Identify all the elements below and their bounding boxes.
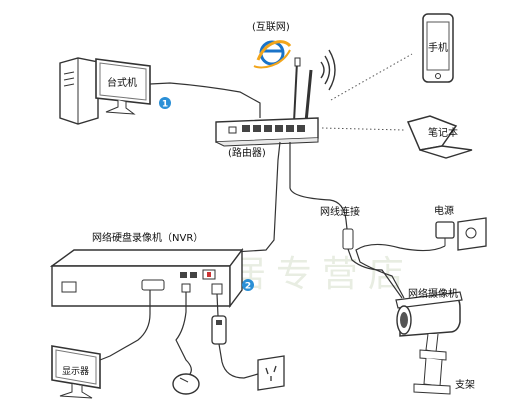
desktop-label: 台式机 bbox=[107, 76, 137, 89]
router-label: (路由器) bbox=[228, 146, 266, 159]
badge-2: 2 bbox=[242, 279, 254, 292]
laptop-wireless-dots bbox=[321, 127, 405, 131]
power-adapter-icon bbox=[435, 221, 455, 246]
cable-connection-label: 网线连接 bbox=[320, 205, 360, 218]
phone-wireless-dots bbox=[330, 53, 413, 101]
power-outlet-icon bbox=[257, 355, 285, 391]
phone-icon bbox=[422, 13, 454, 83]
nvr-power-adapter-icon bbox=[211, 315, 227, 345]
network-camera-icon bbox=[395, 291, 463, 395]
router-icon bbox=[215, 57, 319, 147]
internet-icon bbox=[253, 40, 292, 69]
nvr-monitor-cable bbox=[99, 290, 151, 361]
monitor-label: 显示器 bbox=[62, 366, 89, 377]
wireless-waves-icon bbox=[320, 49, 336, 91]
nvr-power-cable bbox=[216, 293, 219, 317]
desktop-router-cable bbox=[149, 82, 261, 118]
badge-1-text: 1 bbox=[162, 100, 168, 110]
monitor-icon bbox=[51, 345, 101, 399]
badge-1: 1 bbox=[159, 97, 171, 110]
badge-2-text: 2 bbox=[245, 282, 251, 292]
nvr-device-icon bbox=[49, 247, 244, 309]
power-label: 电源 bbox=[434, 204, 454, 217]
router-nvr-cable bbox=[197, 141, 281, 269]
wall-outlet-icon bbox=[457, 217, 487, 251]
nvr-label: 网络硬盘录像机（NVR） bbox=[92, 231, 203, 244]
laptop-label: 笔记本 bbox=[428, 126, 458, 139]
phone-label: 手机 bbox=[428, 41, 448, 54]
bracket-label: 支架 bbox=[455, 379, 475, 391]
camera-label: 网络摄像机 bbox=[408, 287, 458, 300]
desktop-computer-icon bbox=[59, 57, 151, 125]
internet-label: (互联网) bbox=[252, 21, 290, 33]
nvr-mouse-cable bbox=[175, 292, 192, 375]
nvr-power-to-outlet-cable bbox=[218, 343, 259, 379]
cable-connector-icon bbox=[342, 228, 354, 250]
camera-lan-cable bbox=[347, 248, 403, 299]
laptop-icon bbox=[406, 115, 473, 159]
mouse-icon bbox=[172, 373, 200, 395]
camera-power-cable bbox=[355, 243, 446, 299]
router-camera-cable bbox=[289, 142, 349, 239]
